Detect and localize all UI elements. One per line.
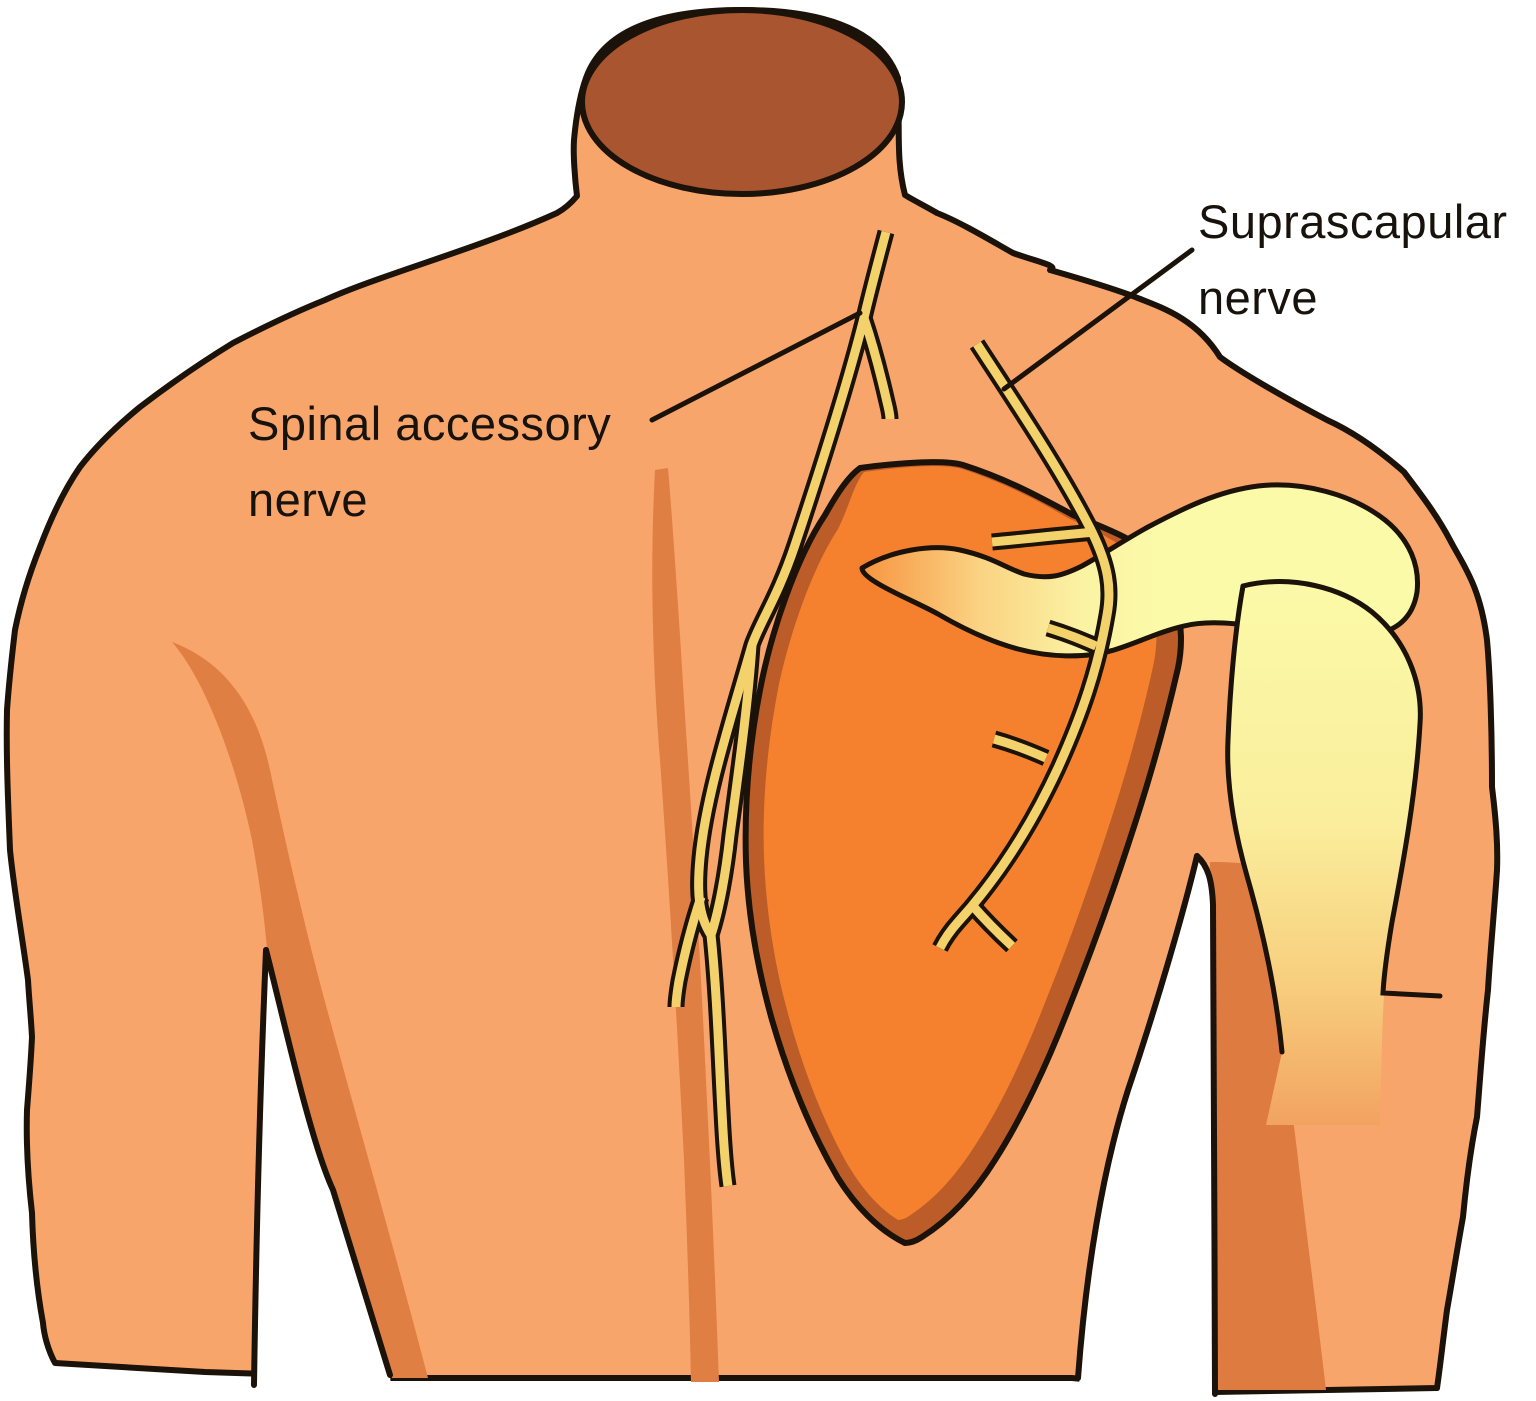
neck-cut-surface [579, 7, 905, 197]
right-armpit-gap [1078, 856, 1216, 1401]
right-armpit-torso-edge [1075, 853, 1200, 1381]
leader-line-suprascapular [1001, 247, 1195, 392]
humerus-outline-left [1225, 583, 1285, 1055]
humerus-outline-top-right [1240, 579, 1443, 999]
label-spinal-accessory-nerve: Spinal accessory nerve [248, 386, 611, 538]
label-spinal-accessory-line1: Spinal accessory [248, 397, 612, 450]
right-armpit-arm-edge [1194, 853, 1218, 1397]
label-suprascapular-nerve: Suprascapular nerve [1198, 184, 1508, 336]
label-suprascapular-line2: nerve [1198, 271, 1319, 325]
leader-line-spinal-accessory [649, 310, 863, 423]
left-armpit-arm-edge [251, 947, 269, 1388]
left-scapula-shadow [172, 642, 428, 1378]
spinal-accessory-nerve [667, 229, 899, 1188]
left-armpit-gap [253, 950, 392, 1401]
left-armpit-torso-edge [263, 947, 393, 1378]
label-spinal-accessory-line2: nerve [248, 473, 369, 527]
right-arm-inner-shadow [1210, 862, 1326, 1390]
suprascapular-nerve [932, 339, 1118, 953]
label-suprascapular-line1: Suprascapular [1198, 195, 1508, 248]
